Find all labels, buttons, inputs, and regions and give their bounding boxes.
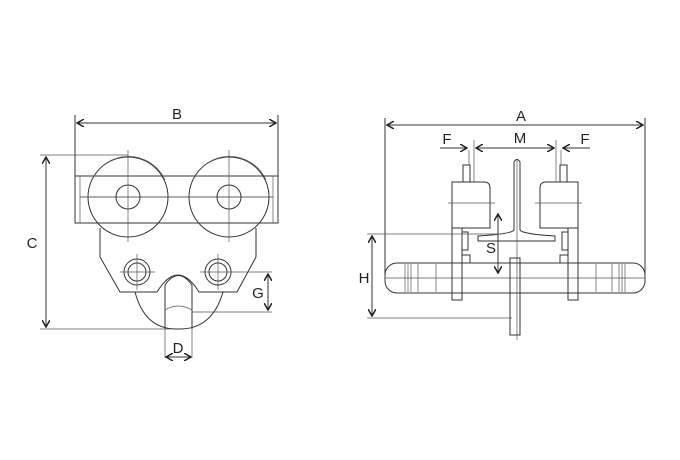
side-view: A F M F S H — [359, 108, 646, 340]
dimension-m: M — [476, 130, 554, 148]
dimension-a: A — [387, 108, 643, 125]
right-wheel-side — [539, 181, 579, 229]
left-wheel-side — [451, 181, 491, 229]
trolley-side-outline — [384, 118, 646, 340]
label-b: B — [172, 106, 182, 123]
label-d: D — [173, 340, 184, 357]
label-f-left: F — [442, 131, 451, 148]
dimension-f-right: F — [563, 131, 590, 148]
label-c: C — [27, 235, 38, 252]
label-h: H — [359, 270, 370, 287]
dimension-h: H — [359, 233, 512, 319]
dimension-s: S — [486, 214, 498, 273]
dimension-d: D — [164, 329, 193, 358]
label-g: G — [252, 285, 264, 302]
label-a: A — [516, 108, 526, 125]
dimension-b: B — [77, 106, 276, 123]
label-f-right: F — [580, 131, 589, 148]
dimension-c: C — [27, 154, 170, 330]
dimension-f-left: F — [440, 131, 467, 148]
load-hook-plate — [509, 257, 521, 336]
front-view: B C G D — [27, 106, 279, 358]
dimension-g: G — [252, 274, 268, 310]
label-m: M — [514, 130, 527, 147]
label-s: S — [486, 240, 496, 257]
trolley-front-outline — [74, 115, 279, 330]
